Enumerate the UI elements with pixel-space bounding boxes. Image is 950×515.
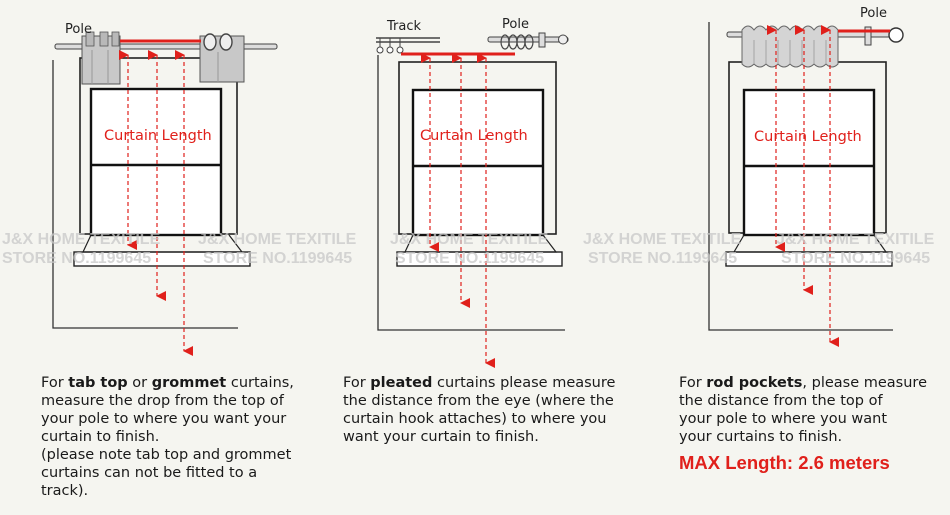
pole-label: Pole [860, 6, 887, 21]
window-sash [411, 88, 545, 237]
caption-pleated: For pleated curtains please measure the … [343, 374, 615, 446]
caption-line: track). [41, 483, 89, 499]
caption-line: measure the drop from the top of [41, 393, 284, 409]
caption-line: the distance from the top of [679, 393, 883, 409]
caption-rod-pocket: For rod pockets, please measure the dist… [679, 374, 927, 446]
room-corner-lines [377, 55, 565, 331]
pole-label: Pole [502, 17, 529, 32]
caption-line: your pole to where you want your [41, 411, 287, 427]
caption-line: the distance from the eye (where the [343, 393, 614, 409]
caption-line: want your curtain to finish. [343, 429, 539, 445]
window-sash [742, 88, 876, 237]
curtain-length-label: Curtain Length [104, 128, 212, 144]
grommet-curtain-icon [199, 33, 245, 83]
caption-line: curtain to finish. [41, 429, 160, 445]
max-length-note: MAX Length: 2.6 meters [679, 452, 890, 473]
svg-text:STORE NO.1199645: STORE NO.1199645 [203, 250, 352, 267]
panel-tab-top: Pole Curtain Length [52, 22, 278, 356]
caption-line: For rod pockets, please measure [679, 375, 927, 391]
curtain-length-label: Curtain Length [420, 128, 528, 144]
panel-pleated: Track Pole Curtain Length [376, 17, 569, 368]
pole-rings-icon [487, 32, 569, 50]
svg-text:STORE NO.1199645: STORE NO.1199645 [2, 250, 151, 267]
rod-pocket-curtain-icon [741, 25, 839, 68]
svg-text:STORE NO.1199645: STORE NO.1199645 [588, 250, 737, 267]
svg-text:J&X HOME TEXITILE: J&X HOME TEXITILE [583, 231, 742, 248]
pole-finial-icon [888, 27, 904, 43]
svg-text:STORE NO.1199645: STORE NO.1199645 [781, 250, 930, 267]
store-watermark: J&X HOME TEXITILE STORE NO.1199645 J&X H… [2, 231, 935, 267]
svg-text:J&X HOME TEXITILE: J&X HOME TEXITILE [198, 231, 357, 248]
pole-label: Pole [65, 22, 92, 37]
svg-text:J&X HOME TEXITILE: J&X HOME TEXITILE [2, 231, 161, 248]
caption-line: curtains can not be fitted to a [41, 465, 258, 481]
panel-rod-pocket: Pole Curtain Length [708, 6, 904, 347]
tab-top-curtain-icon [81, 31, 121, 85]
svg-text:J&X HOME TEXITILE: J&X HOME TEXITILE [390, 231, 549, 248]
track-icon [376, 37, 440, 54]
track-label: Track [386, 19, 421, 34]
pole-bracket-icon [864, 26, 872, 46]
caption-line: your curtains to finish. [679, 429, 843, 445]
caption-line: (please note tab top and grommet [41, 447, 292, 463]
caption-line: your pole to where you want [679, 411, 888, 427]
svg-text:STORE NO.1199645: STORE NO.1199645 [395, 250, 544, 267]
svg-text:J&X HOME TEXITILE: J&X HOME TEXITILE [776, 231, 935, 248]
window-sash [89, 87, 223, 237]
caption-line: For pleated curtains please measure [343, 375, 616, 391]
curtain-length-label: Curtain Length [754, 129, 862, 145]
caption-tab-top: For tab top or grommet curtains, measure… [41, 374, 294, 500]
caption-line: For tab top or grommet curtains, [41, 375, 294, 391]
caption-line: curtain hook attaches) to where you [343, 411, 607, 427]
